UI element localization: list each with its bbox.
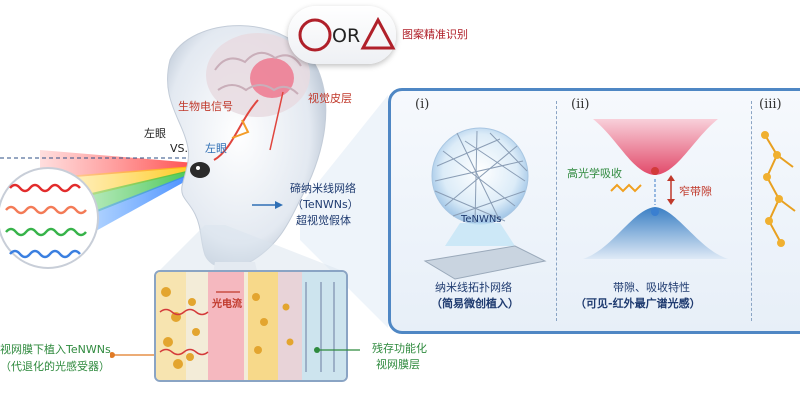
retina-implant-sub: （代退化的光感受器）: [0, 360, 110, 373]
pattern-shape-box: OR: [288, 6, 396, 64]
vs-label: VS.: [170, 142, 189, 155]
nanowire-sphere: [423, 127, 547, 280]
residual-pointer: [314, 347, 360, 353]
caption-ii-line2: （可见-红外最广谱光感）: [575, 297, 701, 310]
photon-wave: [610, 183, 642, 193]
crystal-lattice: [761, 131, 796, 247]
bio-signal-label: 生物电信号: [178, 100, 233, 113]
photocurrent-band: [208, 272, 244, 380]
tcnwns-prosthesis: 超视觉假体: [296, 214, 351, 227]
right-eye-label: 左眼: [205, 142, 227, 155]
panel-index-1: (i): [415, 97, 430, 112]
or-text: OR: [332, 25, 361, 47]
high-absorb-label: 高光学吸收: [567, 167, 622, 180]
circle-shape-icon: [298, 18, 332, 52]
retina-pointer: [110, 352, 154, 358]
caption-i-line1: 纳米线拓扑网络: [435, 281, 512, 294]
visual-cortex-label: 视觉皮层: [308, 92, 352, 105]
tcnwns-title: 碲纳米线网络: [290, 182, 356, 195]
triangle-shape-icon: [360, 16, 396, 50]
photocurrent-label: 光电流: [212, 299, 242, 310]
left-eye-label: 左眼: [144, 127, 166, 140]
residual-retina-label: 残存功能化: [372, 342, 427, 355]
hole: [651, 208, 659, 216]
tcnwns-subtitle: （TeNWNs）: [292, 198, 359, 211]
wave-orange: [5, 205, 87, 215]
residual-retina-sub: 视网膜层: [376, 358, 420, 371]
band-diagram: [583, 119, 728, 259]
wave-red: [9, 183, 81, 193]
panel-index-2: (ii): [571, 97, 590, 112]
optic-nerve-red: [213, 99, 259, 161]
retina-implant-label: 视网膜下植入TeNWNs: [0, 343, 111, 356]
pattern-caption: 图案精准识别: [402, 28, 468, 41]
zoom-cone-retina: [160, 225, 340, 270]
properties-panel: (i) (ii) (iii) TeNWNs 纳米线拓扑网络 （简易微创植入）: [388, 88, 800, 334]
wave-blue: [9, 249, 81, 259]
eye: [190, 162, 210, 178]
zoom-cone-panel: [300, 95, 388, 328]
narrow-gap-label: 窄带隙: [679, 185, 712, 198]
valence-band: [583, 207, 728, 259]
retina-section: 光电流: [154, 270, 348, 382]
caption-i-line2: （简易微创植入）: [431, 297, 519, 310]
substrate: [423, 245, 547, 280]
optic-nerve-orange: [231, 119, 250, 139]
electron: [651, 167, 659, 175]
conduction-band: [593, 119, 718, 175]
wave-green: [5, 227, 87, 237]
sphere-label: TeNWNs: [461, 214, 502, 225]
panel-index-3: (iii): [759, 97, 782, 112]
caption-ii-line1: 带隙、吸收特性: [613, 281, 690, 294]
visual-cortex-highlight: [250, 58, 294, 98]
wave-circle: [0, 167, 99, 269]
